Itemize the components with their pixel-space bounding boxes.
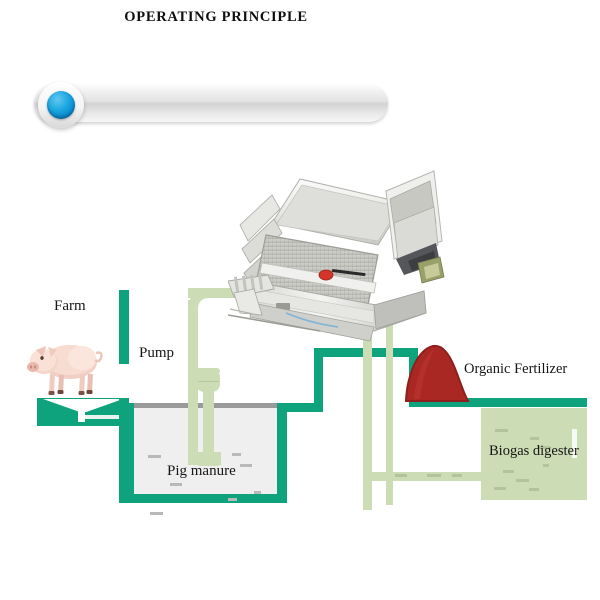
operating-principle-banner (34, 84, 388, 122)
hopper-outlet-line (85, 415, 125, 419)
fertilizer-pile-icon (404, 341, 470, 403)
pump-riser-elbow (188, 288, 210, 310)
pig-icon (26, 336, 106, 400)
pit-fleck (228, 498, 237, 501)
pump-suction-foot (188, 455, 221, 465)
label-pump: Pump (139, 345, 175, 361)
pit-fleck (148, 455, 161, 458)
label-biogas-digester: Biogas digester (489, 443, 579, 459)
return-pipe-fleck (427, 474, 441, 477)
pump-cap (196, 368, 220, 374)
pit-fleck (170, 483, 182, 486)
return-pipe-fleck (452, 474, 462, 477)
digester-return-vertical (363, 335, 372, 475)
pit-floor (124, 494, 287, 503)
pump-body (196, 372, 220, 392)
riser-pipe-left (314, 348, 323, 408)
pump-seam (197, 381, 219, 382)
farm-drop-pipe (119, 290, 129, 364)
pit-wall-left (124, 403, 134, 503)
digester-gauge-strip (572, 429, 577, 458)
digester-fleck (543, 464, 549, 467)
digester-return-horizontal (363, 472, 488, 481)
page-title: OPERATING PRINCIPLE (124, 9, 308, 25)
return-pipe-fleck (395, 474, 407, 477)
fertilizer-to-digester-deck (409, 398, 587, 407)
pit-wall-right (277, 403, 287, 503)
digester-fleck (529, 488, 539, 491)
pit-to-riser-pipe (287, 403, 323, 412)
blue-circle-icon (47, 91, 75, 119)
pump-riser-vertical (188, 300, 198, 465)
digester-fleck (516, 479, 529, 482)
digester-fleck (503, 470, 514, 473)
digester-fleck (494, 487, 506, 490)
pit-fleck (232, 453, 241, 456)
pump-riser-horizontal (188, 288, 248, 298)
digester-fleck (537, 446, 550, 449)
pit-fleck (150, 512, 163, 515)
pit-fleck (240, 464, 252, 467)
manure-separator-machine-icon (227, 163, 450, 343)
machine-leg-right (386, 320, 393, 505)
label-organic-fertilizer: Organic Fertilizer (464, 361, 568, 377)
hopper-funnel-neck (78, 411, 85, 422)
digester-fleck (530, 437, 539, 440)
biogas-tank-icon (481, 408, 587, 500)
label-farm: Farm (54, 298, 86, 314)
pit-fleck (254, 491, 261, 494)
pump-shaft (203, 390, 214, 455)
label-pig-manure: Pig manure (167, 463, 236, 479)
digester-fleck (495, 429, 508, 432)
